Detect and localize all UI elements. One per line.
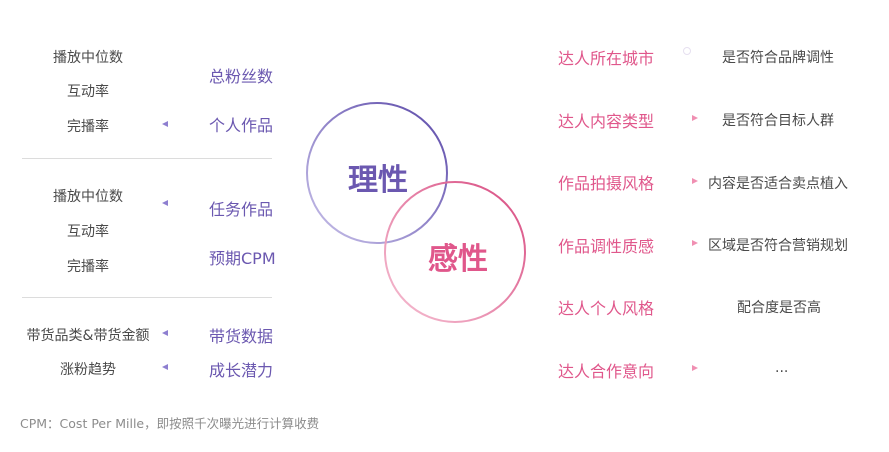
criterion-regional-plan: 区域是否符合营销规划: [708, 238, 848, 254]
emotional-label: 感性: [428, 242, 488, 277]
footnote: CPM：Cost Per Mille，即按照千次曝光进行计算收费: [20, 416, 320, 431]
arrow-left-icon: [162, 364, 198, 370]
dimension-total-followers: 总粉丝数: [209, 67, 274, 86]
metric-completion-rate: 完播率: [67, 119, 109, 135]
arrow-right-icon: [662, 240, 698, 246]
rational-label: 理性: [348, 163, 408, 198]
metric-follower-growth-trend: 涨粉趋势: [60, 362, 116, 378]
criterion-selling-point-fit: 内容是否适合卖点植入: [708, 176, 848, 192]
group-divider: [22, 297, 272, 298]
arrow-left-icon: [162, 200, 198, 206]
criterion-cooperation-level: 配合度是否高: [737, 300, 821, 316]
factor-content-type: 达人内容类型: [558, 112, 655, 131]
group-divider: [22, 158, 272, 159]
metric-completion-rate: 完播率: [67, 259, 109, 275]
arrow-right-icon: [662, 365, 698, 371]
factor-personal-style: 达人个人风格: [558, 299, 655, 318]
dimension-task-works: 任务作品: [209, 200, 274, 219]
arrow-left-icon: [162, 330, 198, 336]
criterion-brand-fit: 是否符合品牌调性: [722, 50, 834, 66]
metric-sales-category-amount: 带货品类&带货金额: [26, 328, 150, 344]
dimension-sales-data: 带货数据: [209, 327, 274, 346]
metric-engagement-rate: 互动率: [67, 224, 109, 240]
dimension-personal-works: 个人作品: [209, 116, 274, 135]
venn-diagram: [306, 102, 526, 323]
emotional-circle: [384, 181, 526, 323]
metric-median-plays: 播放中位数: [53, 189, 123, 205]
rational-circle: [306, 102, 448, 244]
metric-engagement-rate: 互动率: [67, 84, 109, 100]
factor-tone-quality: 作品调性质感: [558, 237, 655, 256]
dimension-growth-potential: 成长潜力: [209, 361, 274, 380]
arrow-left-icon: [162, 121, 198, 127]
criterion-target-audience: 是否符合目标人群: [722, 113, 834, 129]
dimension-expected-cpm: 预期CPM: [209, 249, 276, 268]
factor-shooting-style: 作品拍摄风格: [558, 174, 655, 193]
factor-cooperation-intent: 达人合作意向: [558, 362, 655, 381]
metric-median-plays: 播放中位数: [53, 50, 123, 66]
criterion-ellipsis: ...: [775, 360, 789, 376]
dot-icon: [683, 47, 691, 55]
factor-city: 达人所在城市: [558, 49, 655, 68]
arrow-right-icon: [662, 115, 698, 121]
arrow-right-icon: [662, 178, 698, 184]
